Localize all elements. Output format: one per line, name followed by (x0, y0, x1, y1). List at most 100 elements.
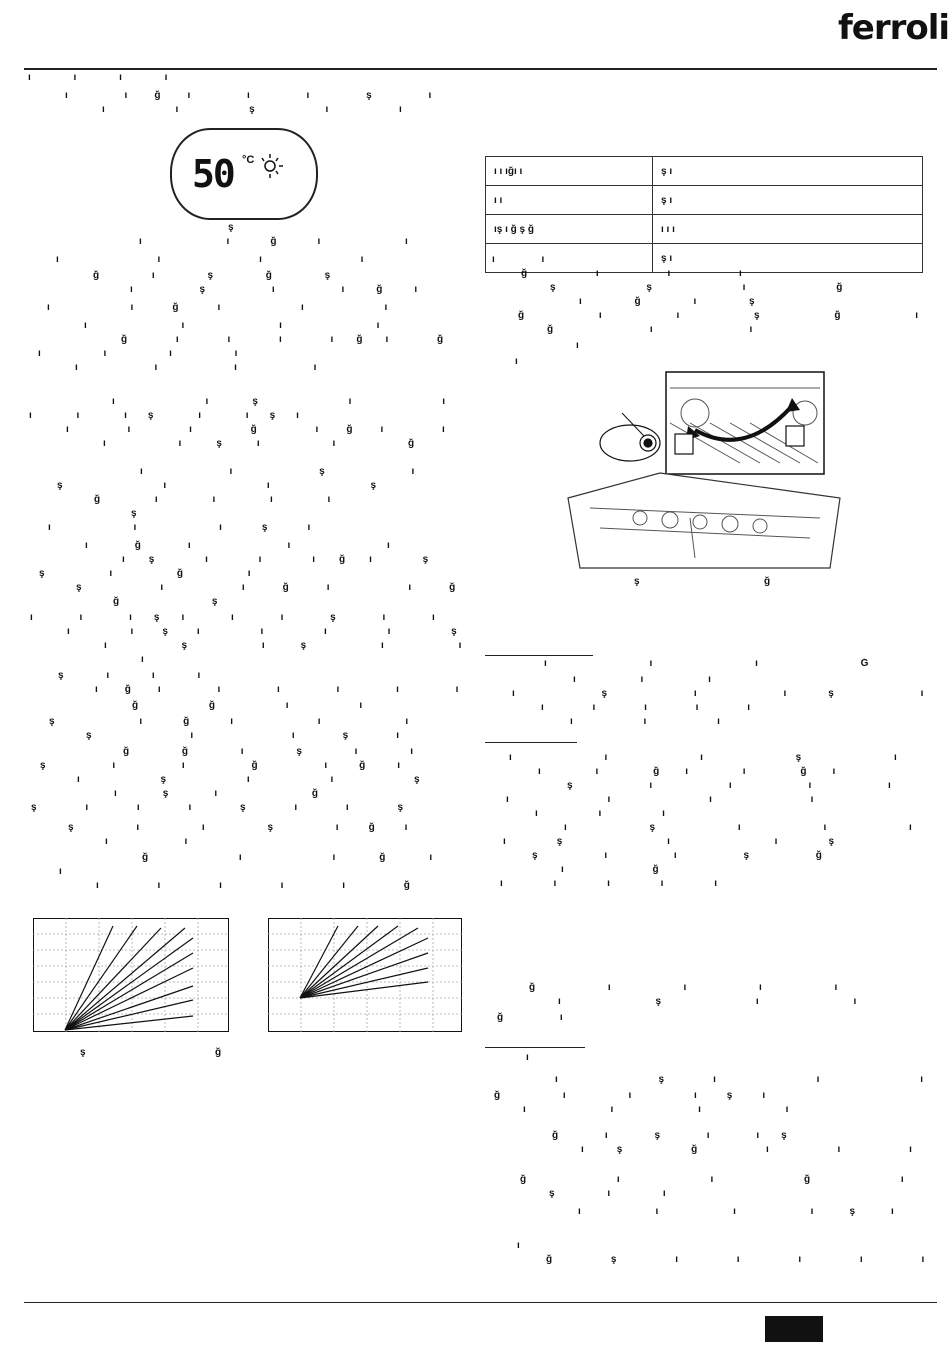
text-line: ğ ş ı ı ı ı ı (546, 1254, 926, 1265)
text-line: ı (141, 654, 187, 665)
sun-icon (261, 154, 283, 178)
text-line: ı ığı ı ı ş ı ı (65, 90, 462, 101)
text-line: ğ ı ı ğ ı (520, 1174, 926, 1185)
text-line: ğ ı ı (547, 324, 800, 335)
text-line: ı ş ı ı ı ı ı (558, 996, 926, 1007)
text-line: ı ığı ı ı ı (139, 236, 462, 247)
display-unit: °C (242, 154, 255, 166)
text-line: ş ı ı ş ğ (532, 850, 854, 861)
text-line: ş ı ı ğ ığı ı ışı ışı (40, 760, 462, 771)
text-line: ı ı ış ı ışı (29, 410, 320, 421)
section-rule (485, 1047, 585, 1048)
curves-chart-right (268, 918, 462, 1032)
text-line: ı ı ı (535, 808, 694, 819)
text-line: ı ı ğı ı ğı (538, 766, 862, 777)
curves-chart-left (33, 918, 229, 1032)
text-line: ş (131, 508, 170, 519)
text-line: ğ ı ı ışı (494, 1090, 796, 1101)
text-line: ş ı ı ş (57, 480, 426, 491)
text-line: ışı ğ (114, 788, 365, 799)
text-line: ğ ı (497, 1012, 590, 1023)
lcd-display: 50 °C (170, 128, 318, 220)
text-line: ı ışı ı ı ı ş ı ı ş (67, 626, 462, 637)
text-line: ğ ş (113, 596, 263, 607)
table-cell: ı ı ı (652, 214, 923, 244)
text-line: ğ ğ ı ş ı ı ı (123, 746, 462, 757)
table-cell: ı ı ığı ı (485, 156, 653, 186)
text-line: ş ı ı ı (58, 670, 221, 681)
text-line: ğ ı ı ı (521, 268, 775, 279)
text-line: ı ş ı ı ş ığı ğ ğ ı (77, 774, 462, 785)
text-line: ş ı ışı (86, 730, 448, 741)
text-line: ş ı ı ş ığı ı ışı (68, 822, 462, 833)
text-line: ş ığı ı ı ş ı ışı (49, 716, 462, 727)
text-line: ğ ı ı ı ı (94, 494, 357, 505)
text-line: ı ı ı Ğ ı ı (544, 658, 926, 669)
fig-display-caption: ş (228, 222, 234, 233)
ferroli-logo: ferroli (838, 8, 950, 48)
display-value: 50 (192, 152, 236, 196)
section-rule (485, 742, 577, 743)
text-line: ı (576, 340, 607, 351)
text-line: ı ı ı ğ ığı ı (66, 424, 462, 435)
text-line: ığı ı ı ışı (85, 540, 462, 551)
text-line: ı ğ ı ş (579, 296, 780, 307)
text-line: ı ş ı ış ı ı (512, 688, 926, 699)
table-cell: ış ı ğ ş ğ (485, 214, 653, 244)
text-line: ı ı ı ı (506, 794, 862, 805)
text-line: ı ı ı ı (38, 348, 268, 359)
text-line: ğ ı ığı ğ ı ş ğ (142, 852, 462, 863)
text-line: ı ış ı ı ı ığı ı (112, 396, 462, 407)
text-line: ı ığı ı ı ı ı ı (47, 302, 462, 313)
fig-curves-caption-right: ğ (215, 1047, 222, 1058)
text-line: ı ı (492, 254, 567, 265)
text-line: ş ş ı ğ ı ı ğ ı ı (550, 282, 926, 293)
text-line: ı ş ı ı ığı (564, 822, 926, 833)
text-line: ı ı ı ı ı ğ ş ğ (96, 880, 462, 891)
text-line: ı ı ı ı (523, 1104, 830, 1115)
section-rule (485, 655, 593, 656)
text-line: ı (59, 866, 83, 877)
text-line: ı ı ş ı ı (102, 104, 436, 115)
text-line: ı ı ş ı ı ı (140, 466, 462, 477)
text-line: ı ı ı ı ı (500, 878, 742, 889)
text-line: ı şı ı ı (555, 1074, 923, 1085)
fig-boiler-caption-right: ğ (764, 576, 771, 587)
table-cell: ş ı (652, 185, 923, 215)
table-cell: ş ı (652, 156, 923, 186)
text-line: ış ı ış ı ı (503, 836, 926, 847)
text-line: ı ı ı ışı (578, 1206, 926, 1217)
text-line: ı ı ı ı ı (541, 702, 774, 713)
text-line: ı (526, 1052, 567, 1063)
text-line: ı (517, 1240, 567, 1251)
text-line: ş ı ığı ığı ış ı ığı (76, 582, 462, 593)
text-line: ğ ı ı ş ğ ış (518, 310, 926, 321)
fig-curves-caption-left: ş (80, 1047, 86, 1058)
text-line: ı ı ı (570, 716, 754, 727)
fig-boiler-caption-left: ş (634, 576, 640, 587)
header-rule (24, 68, 937, 70)
text-line: ı (515, 356, 557, 367)
text-line: ş ı ı ı ı ı ı (567, 780, 926, 791)
text-line: ı ı ı ı (75, 362, 354, 373)
text-line: ı ı ı ı ı ğ (84, 320, 462, 331)
text-line: ı ı (105, 836, 225, 847)
text-line: ğ ı ı ı ı (529, 982, 873, 993)
text-line: ı ş ı ığı ğ ı (130, 284, 462, 295)
page-number-badge (765, 1316, 823, 1342)
text-line: ı ışı ı ğ ı (103, 438, 462, 449)
text-line: ı ı ışı (48, 522, 351, 533)
text-line: ş ı ı ı ş ı ı ş (31, 802, 427, 813)
text-line: ığı ı ı ı ı ı ı ş ı (95, 684, 462, 695)
table-cell: ş ı (652, 243, 923, 273)
table-cell: ı ı (485, 185, 653, 215)
text-line: ı ı ı ı (28, 72, 188, 83)
text-line: ış ı ı ığı ş ı (122, 554, 462, 565)
boiler-diagram (567, 371, 841, 569)
text-line: ı ı ı (573, 674, 742, 685)
text-line: ş ı ğ ı (39, 568, 282, 579)
text-line: ğ ı ı ı ığı ğ (121, 334, 462, 345)
